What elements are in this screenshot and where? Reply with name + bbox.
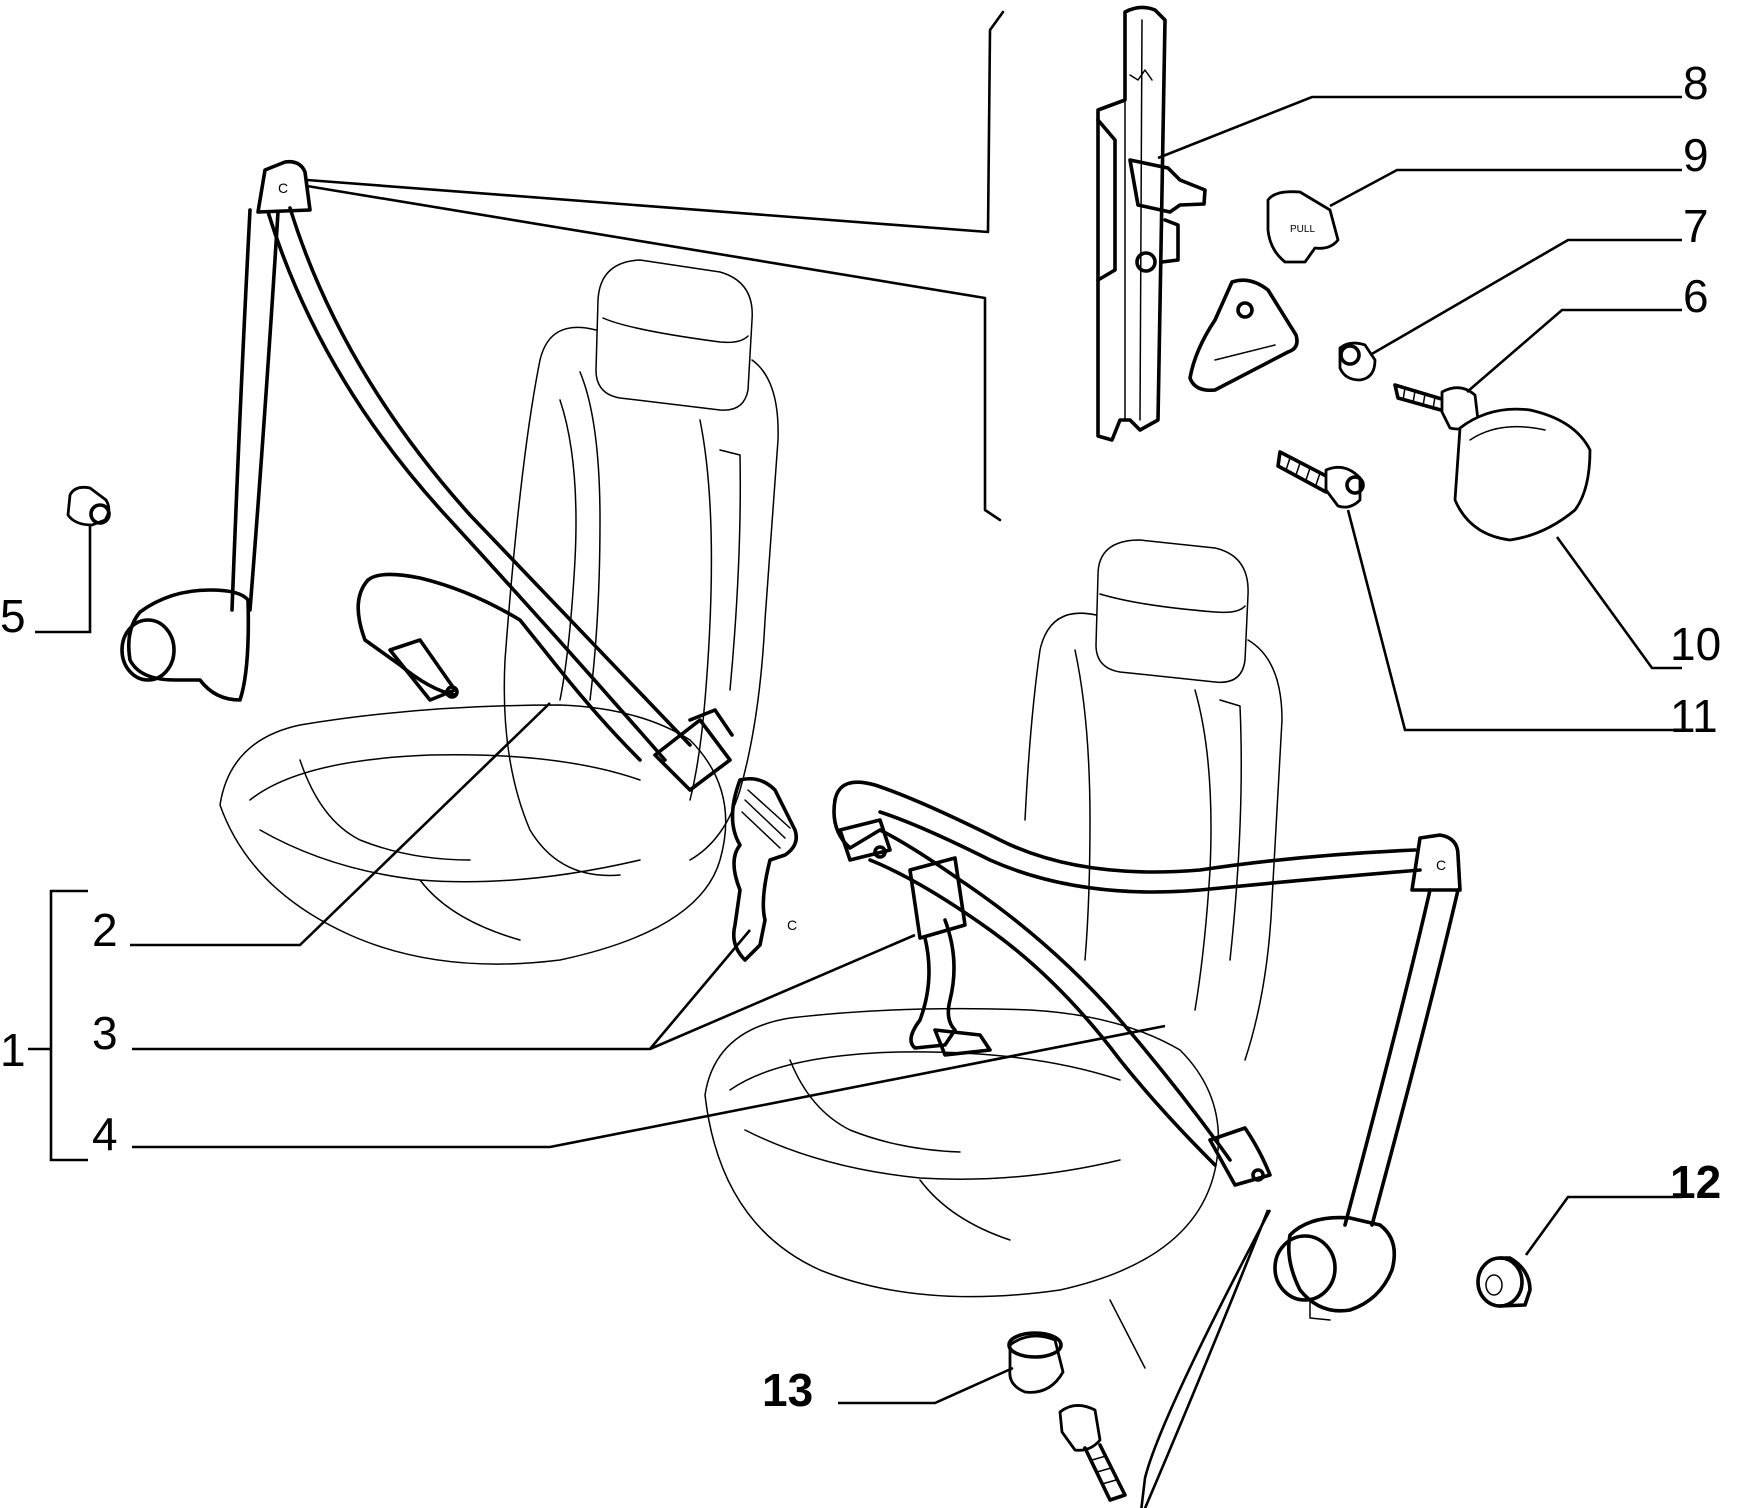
anchor-plate bbox=[1188, 278, 1299, 393]
left-belt-assembly: C bbox=[120, 159, 734, 792]
part-5-nut bbox=[66, 485, 111, 527]
callout-4: 4 bbox=[92, 1108, 118, 1160]
part-7-bush bbox=[1338, 341, 1377, 382]
left-seat bbox=[219, 259, 779, 965]
part-12-spacer bbox=[1476, 1256, 1532, 1308]
callout-13: 13 bbox=[762, 1364, 813, 1416]
knob-text: PULL bbox=[1290, 224, 1315, 235]
callout-10: 10 bbox=[1670, 618, 1721, 670]
lower-bolt bbox=[1058, 1404, 1127, 1502]
left-buckle-stalk: C bbox=[730, 776, 799, 962]
leader-lines bbox=[28, 95, 1682, 1508]
callout-1: 1 bbox=[0, 1024, 26, 1076]
right-belt-assembly: C bbox=[832, 780, 1462, 1321]
callout-3: 3 bbox=[92, 1007, 118, 1059]
part-13-spacer bbox=[1007, 1331, 1065, 1394]
callout-6: 6 bbox=[1683, 270, 1709, 322]
right-anchor-letter: C bbox=[1436, 857, 1446, 873]
part-8-height-adjuster bbox=[1096, 5, 1207, 442]
left-anchor-letter: C bbox=[278, 180, 288, 196]
callouts: 1 2 3 4 5 6 7 8 9 10 11 12 13 bbox=[0, 57, 1721, 1416]
callout-12: 12 bbox=[1670, 1156, 1721, 1208]
callout-2: 2 bbox=[92, 904, 118, 956]
part-9-knob: PULL bbox=[1266, 190, 1340, 264]
right-seat bbox=[704, 539, 1283, 1369]
part-11-bolt bbox=[1276, 450, 1365, 509]
callout-7: 7 bbox=[1683, 200, 1709, 252]
callout-5: 5 bbox=[0, 590, 26, 642]
callout-11: 11 bbox=[1670, 690, 1718, 742]
pillar-outline bbox=[305, 10, 1005, 522]
callout-8: 8 bbox=[1683, 57, 1709, 109]
callout-9: 9 bbox=[1683, 129, 1709, 181]
left-buckle-letter: C bbox=[787, 917, 797, 933]
part-10-cover bbox=[1453, 407, 1592, 542]
